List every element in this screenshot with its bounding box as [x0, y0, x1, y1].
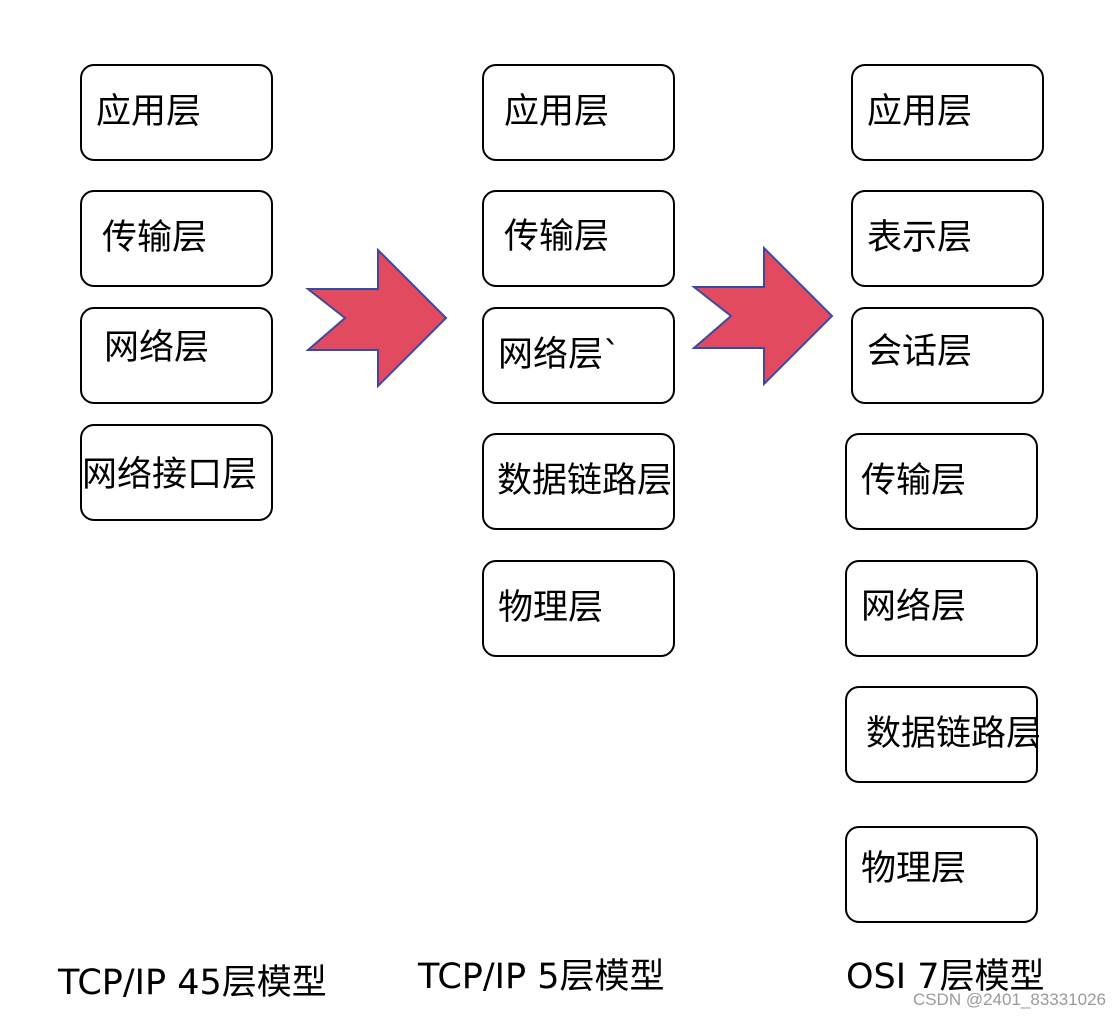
layer-box-transport: 传输层 [845, 433, 1038, 530]
layer-label: 数据链路层 [866, 714, 1042, 754]
watermark: CSDN @2401_83331026 [912, 990, 1106, 1009]
layer-box-transport: 传输层 [80, 190, 273, 287]
layer-label: 网络接口层 [82, 455, 258, 495]
right-arrow-icon [691, 246, 834, 387]
layer-box-data-link: 数据链路层 [845, 686, 1042, 783]
layer-label: 表示层 [867, 218, 973, 258]
layer-label: 传输层 [504, 217, 610, 257]
layer-box-data-link: 数据链路层 [482, 433, 675, 530]
layer-label: 会话层 [867, 332, 973, 372]
layer-box-application: 应用层 [80, 64, 273, 161]
layer-box-application: 应用层 [482, 64, 675, 161]
caption-osi-7-layer-model: OSI 7层模型 [846, 957, 1045, 997]
layer-label: 传输层 [102, 218, 208, 258]
layer-label: 应用层 [96, 92, 202, 132]
layer-box-application: 应用层 [851, 64, 1044, 161]
layer-box-session: 会话层 [851, 307, 1044, 404]
layer-box-network-interface: 网络接口层 [80, 424, 273, 521]
layer-box-network: 网络层 [845, 560, 1038, 657]
layer-label: 应用层 [504, 92, 610, 132]
layer-label: 物理层 [498, 588, 604, 628]
layer-label: 传输层 [861, 461, 967, 501]
caption-tcpip-5-layer-model: TCP/IP 5层模型 [418, 957, 665, 997]
layer-label: 网络层` [498, 335, 621, 375]
right-arrow-icon [305, 248, 448, 389]
layer-box-presentation: 表示层 [851, 190, 1044, 287]
layer-box-transport: 传输层 [482, 190, 675, 287]
layer-label: 数据链路层 [497, 461, 673, 501]
layer-box-physical: 物理层 [845, 826, 1038, 923]
layer-box-network: 网络层 [80, 307, 273, 404]
layer-label: 物理层 [861, 849, 967, 889]
layer-box-physical: 物理层 [482, 560, 675, 657]
caption-tcpip-4-layer-model: TCP/IP 45层模型 [58, 963, 327, 1003]
layer-label: 应用层 [867, 92, 973, 132]
layer-label: 网络层 [861, 587, 967, 627]
layer-box-network: 网络层` [482, 307, 675, 404]
layer-label: 网络层 [104, 328, 210, 368]
